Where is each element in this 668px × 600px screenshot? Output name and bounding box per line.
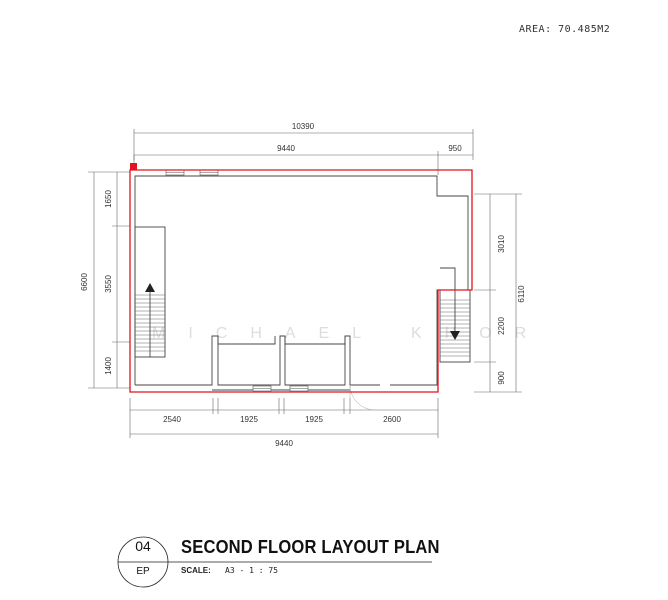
dim-left-lower: 1400 [104,357,113,375]
dim-left-upper: 1650 [104,190,113,208]
dim-top-main: 9440 [277,144,295,153]
dim-right-middle: 2200 [497,317,506,335]
scale-label: SCALE: [181,566,211,575]
dim-bottom-seg1: 2540 [163,415,181,424]
dim-bottom-seg2: 1925 [240,415,258,424]
walls [134,175,471,391]
dim-bottom-seg4: 2600 [383,415,401,424]
windows [165,169,309,392]
watermark: MICHAEL KHOR [152,325,550,342]
area-outline [129,169,473,393]
title-block-graphics [117,536,432,588]
dim-right-overall: 6110 [517,285,526,303]
left-stair [135,283,165,357]
dim-left-middle: 3550 [104,275,113,293]
dimension-bottom [129,398,439,438]
area-label: AREA: 70.485M2 [519,24,611,35]
door-swing [349,384,376,411]
dimension-left [88,171,130,389]
dim-top-extension: 950 [448,144,462,153]
drawing-number: 04 [135,538,151,554]
right-stair [440,290,470,357]
outline-marker [130,163,137,170]
dim-right-upper: 3010 [497,235,506,253]
sheet-code: EP [136,566,150,577]
drawing-title: SECOND FLOOR LAYOUT PLAN [181,537,440,557]
dimension-right [474,193,522,393]
scale-value: A3 - 1 : 75 [225,566,278,575]
dim-bottom-overall: 9440 [275,439,293,448]
dimension-top [133,129,474,175]
dim-top-overall: 10390 [292,122,315,131]
dim-bottom-seg3: 1925 [305,415,323,424]
dim-right-lower: 900 [497,371,506,385]
dim-left-overall: 6600 [80,273,89,291]
